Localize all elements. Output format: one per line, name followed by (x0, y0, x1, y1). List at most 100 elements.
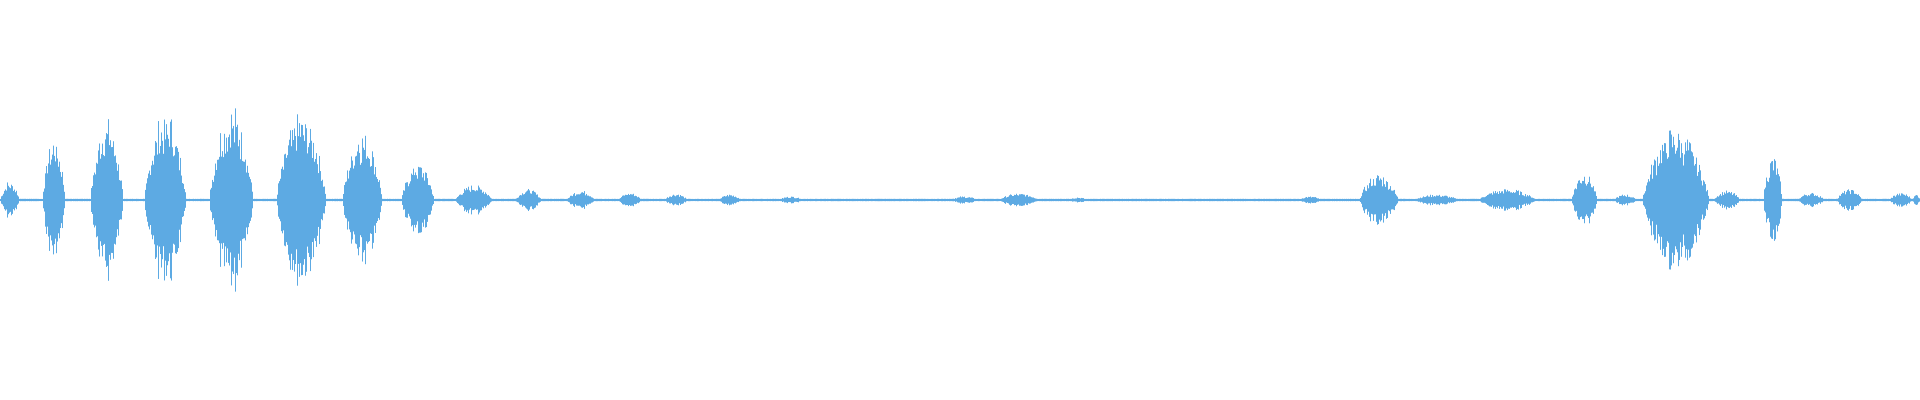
waveform-sample (28, 198, 29, 202)
waveform-sample (1093, 198, 1094, 202)
waveform-sample (68, 198, 69, 202)
waveform-sample (1258, 198, 1259, 202)
waveform-sample (1620, 195, 1621, 205)
waveform-sample (813, 198, 814, 202)
waveform-sample (1614, 198, 1615, 202)
waveform-sample (1064, 198, 1065, 202)
waveform-sample (641, 198, 642, 202)
waveform-sample (152, 160, 153, 240)
waveform-sample (90, 198, 91, 202)
waveform-sample (27, 198, 28, 202)
waveform-sample (1470, 198, 1471, 202)
waveform-sample (1481, 197, 1482, 203)
waveform-sample (1685, 142, 1686, 258)
waveform-sample (132, 198, 133, 202)
waveform-sample (678, 194, 679, 206)
waveform-sample (1038, 198, 1039, 202)
waveform-sample (408, 186, 409, 214)
waveform-sample (109, 145, 110, 255)
waveform-sample (1184, 198, 1185, 202)
waveform-sample (1039, 198, 1040, 202)
waveform-sample (149, 170, 150, 230)
waveform-sample (1201, 198, 1202, 202)
waveform-sample (1563, 198, 1564, 202)
waveform-sample (1282, 198, 1283, 202)
waveform-sample (1225, 198, 1226, 202)
waveform-sample (588, 195, 589, 205)
waveform-sample (1629, 196, 1630, 204)
waveform-sample (312, 157, 313, 243)
waveform-sample (1689, 142, 1690, 258)
waveform-sample (1296, 198, 1297, 202)
waveform-sample (1733, 193, 1734, 207)
waveform-sample (885, 198, 886, 202)
waveform-sample (1676, 150, 1677, 250)
waveform-sample (535, 192, 536, 208)
waveform-sample (153, 164, 154, 236)
waveform-sample (948, 198, 949, 202)
waveform-sample (526, 191, 527, 209)
waveform-sample (1034, 198, 1035, 202)
waveform-sample (1788, 198, 1789, 202)
waveform-sample (1532, 197, 1533, 203)
waveform-sample (658, 198, 659, 202)
waveform-sample (1485, 196, 1486, 204)
waveform-sample (360, 164, 361, 236)
waveform-sample (1750, 198, 1751, 202)
waveform-sample (1809, 195, 1810, 205)
waveform-sample (1433, 196, 1434, 204)
waveform-sample (426, 172, 427, 228)
waveform-sample (1803, 195, 1804, 205)
waveform-sample (1062, 198, 1063, 202)
waveform-sample (1522, 195, 1523, 205)
waveform-sample (1213, 198, 1214, 202)
waveform-sample (1533, 198, 1534, 202)
waveform-sample (484, 194, 485, 206)
waveform-sample (1757, 198, 1758, 202)
waveform-sample (1613, 198, 1614, 202)
waveform-sample (687, 198, 688, 202)
waveform-sample (373, 157, 374, 243)
waveform-sample (852, 198, 853, 202)
waveform-sample (1231, 198, 1232, 202)
waveform-sample (1570, 198, 1571, 202)
waveform-sample (1704, 181, 1705, 219)
waveform-sample (447, 198, 448, 202)
waveform-sample (1333, 198, 1334, 202)
waveform-sample (809, 198, 810, 202)
waveform-sample (1902, 193, 1903, 207)
waveform-sample (148, 173, 149, 227)
waveform-sample (490, 197, 491, 203)
waveform-sample (1814, 196, 1815, 204)
waveform-sample (1545, 198, 1546, 202)
waveform-sample (1715, 198, 1716, 202)
waveform-sample (1488, 194, 1489, 206)
waveform-sample (240, 159, 241, 241)
waveform-sample (204, 198, 205, 202)
waveform-sample (934, 198, 935, 202)
waveform-sample (314, 161, 315, 239)
waveform-sample (755, 198, 756, 202)
waveform-sample (184, 189, 185, 211)
waveform-sample (1693, 156, 1694, 244)
waveform-sample (993, 198, 994, 202)
waveform-sample (673, 194, 674, 206)
waveform-sample (1627, 194, 1628, 206)
waveform-sample (1199, 198, 1200, 202)
waveform-sample (1025, 196, 1026, 204)
waveform-sample (1666, 153, 1667, 247)
waveform-sample (1630, 197, 1631, 203)
waveform-sample (739, 198, 740, 202)
waveform-sample (1105, 198, 1106, 202)
waveform-sample (817, 198, 818, 202)
waveform-sample (735, 196, 736, 204)
waveform-sample (1310, 196, 1311, 204)
waveform-sample (1883, 198, 1884, 202)
waveform-sample (610, 198, 611, 202)
waveform-sample (1834, 198, 1835, 202)
waveform-sample (98, 150, 99, 250)
waveform-sample (1233, 198, 1234, 202)
waveform-sample (482, 192, 483, 208)
waveform-sample (1799, 198, 1800, 202)
waveform-sample (127, 198, 128, 202)
